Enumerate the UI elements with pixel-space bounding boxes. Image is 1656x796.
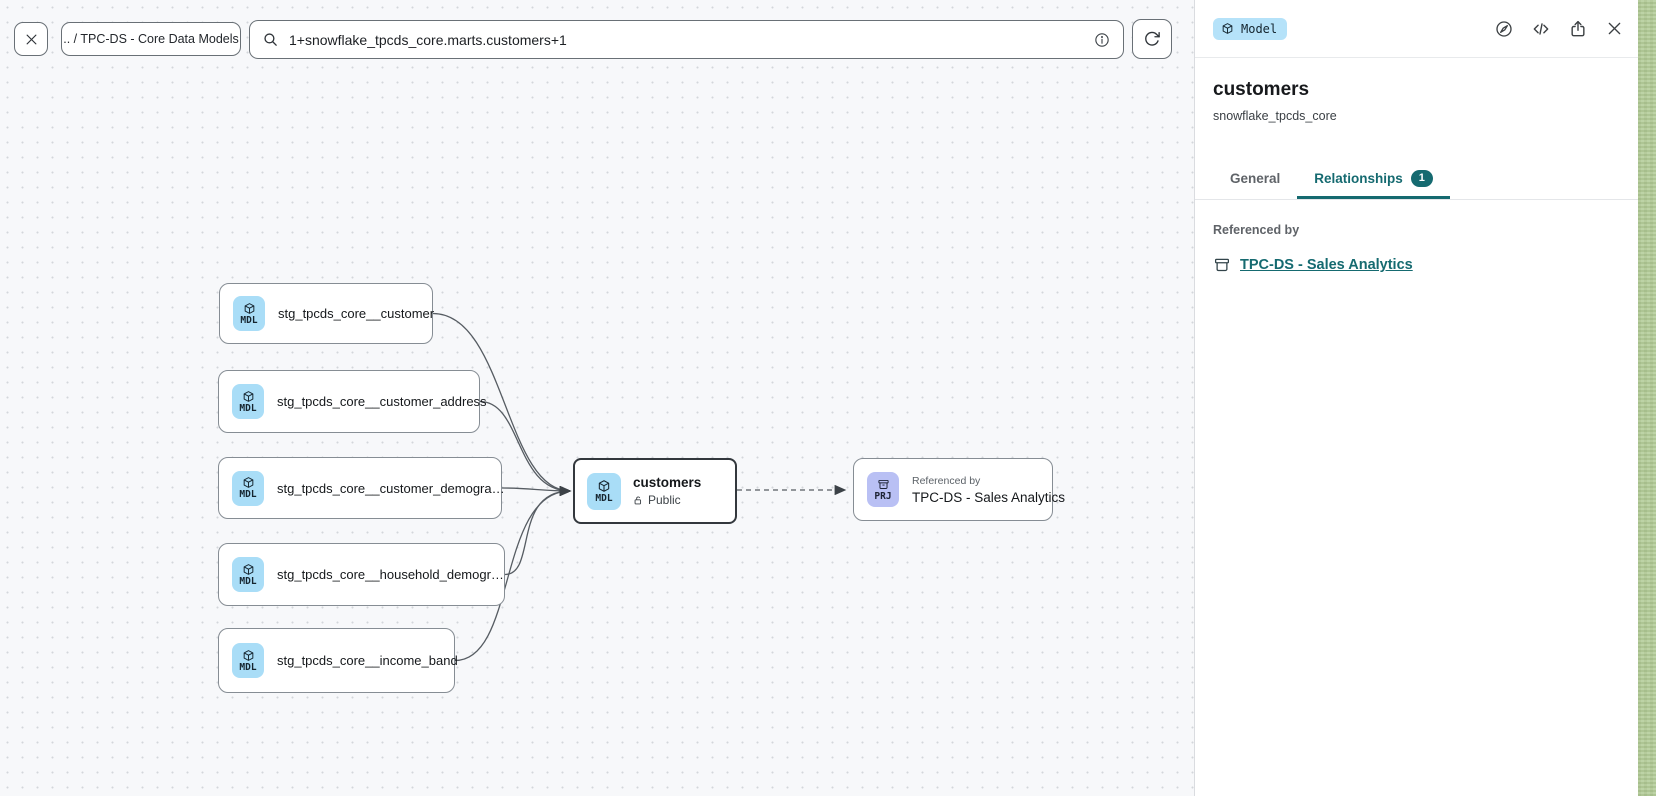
node-stg-tpcds-core-customer-demographics[interactable]: MDL stg_tpcds_core__customer_demogra… xyxy=(218,457,505,519)
edge-household-demographics xyxy=(504,485,572,576)
referenced-by-label: Referenced by xyxy=(1213,223,1300,238)
project-chip: PRJ xyxy=(867,472,899,507)
chip-label: MDL xyxy=(239,661,257,673)
share-icon[interactable] xyxy=(1568,19,1588,39)
node-label: TPC-DS - Sales Analytics xyxy=(912,489,1066,505)
close-icon xyxy=(24,32,39,47)
archive-icon xyxy=(1213,256,1231,274)
search-icon xyxy=(262,31,279,48)
panel-subtitle: snowflake_tpcds_core xyxy=(1213,109,1337,123)
node-stg-tpcds-core-customer[interactable]: MDL stg_tpcds_core__customer xyxy=(219,283,435,344)
node-stg-tpcds-core-household-demographics[interactable]: MDL stg_tpcds_core__household_demogr… xyxy=(218,543,505,606)
code-icon[interactable] xyxy=(1531,19,1551,39)
referenced-by-row: TPC-DS - Sales Analytics xyxy=(1213,256,1620,274)
chip-label: MDL xyxy=(595,492,613,504)
tab-label: General xyxy=(1230,171,1281,187)
lineage-selector-searchbox[interactable] xyxy=(249,20,1124,59)
node-tpcds-sales-analytics[interactable]: PRJ Referenced by TPC-DS - Sales Analyti… xyxy=(853,458,1065,521)
breadcrumb[interactable]: .. / TPC-DS - Core Data Models xyxy=(61,22,241,56)
node-label: stg_tpcds_core__household_demogr… xyxy=(277,567,504,582)
cube-icon xyxy=(1221,22,1234,35)
cube-icon xyxy=(243,302,256,315)
model-chip: MDL xyxy=(232,384,264,419)
cube-icon xyxy=(242,649,255,662)
panel-tabs: General Relationships 1 xyxy=(1195,160,1638,201)
resource-type-badge: Model xyxy=(1213,17,1288,40)
edge-customer-demographics xyxy=(501,485,572,497)
cube-icon xyxy=(597,479,611,493)
node-label: customers xyxy=(633,475,702,490)
panel-title: customers xyxy=(1213,79,1310,100)
node-label: stg_tpcds_core__customer xyxy=(278,306,435,321)
node-label: stg_tpcds_core__customer_address xyxy=(277,394,487,409)
cube-icon xyxy=(242,476,255,489)
model-chip: MDL xyxy=(232,557,264,592)
node-label: stg_tpcds_core__customer_demogra… xyxy=(277,480,505,496)
lineage-edges xyxy=(432,312,847,662)
breadcrumb-label: .. / TPC-DS - Core Data Models xyxy=(63,32,239,46)
resource-type-label: Model xyxy=(1241,21,1278,36)
explore-compass-icon[interactable] xyxy=(1494,19,1514,39)
tab-relationships[interactable]: Relationships 1 xyxy=(1297,160,1450,200)
model-chip: MDL xyxy=(587,472,621,510)
refresh-icon xyxy=(1143,30,1161,48)
archive-icon xyxy=(877,478,890,491)
title-block: customers snowflake_tpcds_core xyxy=(1195,58,1638,123)
tab-label: Relationships xyxy=(1314,171,1403,187)
node-overline: Referenced by xyxy=(912,474,981,487)
node-stg-tpcds-core-income-band[interactable]: MDL stg_tpcds_core__income_band xyxy=(218,628,458,693)
chip-label: MDL xyxy=(239,489,257,501)
chip-label: MDL xyxy=(239,575,257,587)
model-chip: MDL xyxy=(233,296,265,331)
node-customers-selected[interactable]: MDL customers Public xyxy=(573,458,737,524)
lineage-canvas[interactable]: MDL stg_tpcds_core__customer MDL stg_tpc… xyxy=(0,0,1194,796)
desktop-wallpaper-sliver xyxy=(1638,0,1656,796)
relationships-count-badge: 1 xyxy=(1410,170,1433,188)
tab-general[interactable]: General xyxy=(1213,160,1297,199)
cube-icon xyxy=(242,390,255,403)
node-label: stg_tpcds_core__income_band xyxy=(277,653,458,668)
search-input[interactable] xyxy=(289,31,1083,48)
referenced-by-project-link[interactable]: TPC-DS - Sales Analytics xyxy=(1240,257,1413,274)
cube-icon xyxy=(242,563,255,576)
refresh-lineage-button[interactable] xyxy=(1132,19,1172,59)
chip-label: MDL xyxy=(240,314,258,326)
access-label: Public xyxy=(648,493,681,507)
chip-label: PRJ xyxy=(874,490,892,502)
close-lineage-button[interactable] xyxy=(14,22,48,56)
close-panel-icon[interactable] xyxy=(1605,19,1624,38)
node-stg-tpcds-core-customer-address[interactable]: MDL stg_tpcds_core__customer_address xyxy=(218,370,487,433)
info-icon[interactable] xyxy=(1093,31,1111,49)
unlock-icon xyxy=(633,495,644,506)
details-panel: Model customers snowflake_tpcds_core Gen… xyxy=(1194,0,1638,796)
model-chip: MDL xyxy=(232,643,264,678)
relationships-content: Referenced by TPC-DS - Sales Analytics xyxy=(1195,200,1638,297)
details-panel-header: Model xyxy=(1195,0,1638,58)
model-chip: MDL xyxy=(232,470,264,506)
chip-label: MDL xyxy=(239,402,257,414)
